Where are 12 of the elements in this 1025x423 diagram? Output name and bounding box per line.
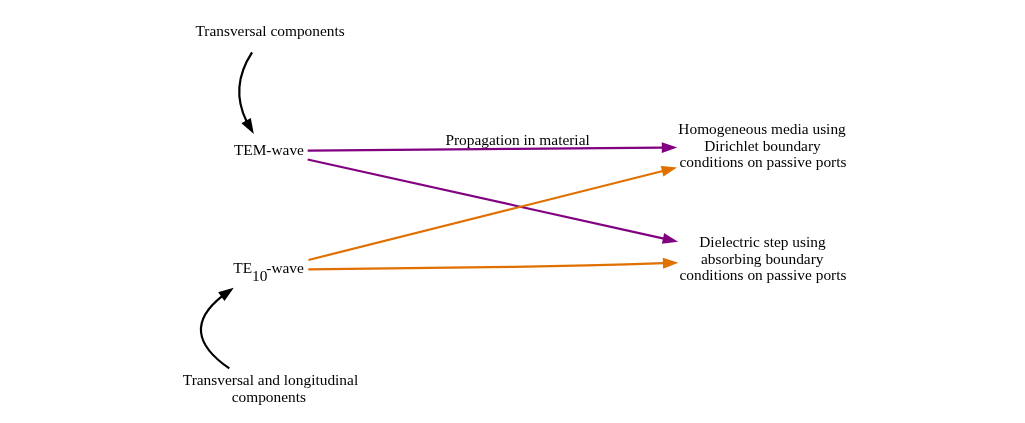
node-text: Transversal components (194, 22, 345, 40)
arrow (307, 257, 678, 271)
arrow (307, 165, 677, 262)
arrow (307, 142, 677, 153)
arrow (199, 287, 234, 370)
edge-label: Propagation in material (444, 130, 590, 148)
node-text: TEM-wave (233, 141, 304, 159)
arrow (237, 51, 254, 134)
arrow (306, 158, 678, 244)
node-text: Transversal and longitudinal components (182, 371, 358, 405)
node-text: Dielectric step using absorbing boundary conditions on passive ports (678, 233, 846, 284)
node-text: Homogeneous media using Dirichlet boundary conditions on passive ports (677, 120, 846, 171)
